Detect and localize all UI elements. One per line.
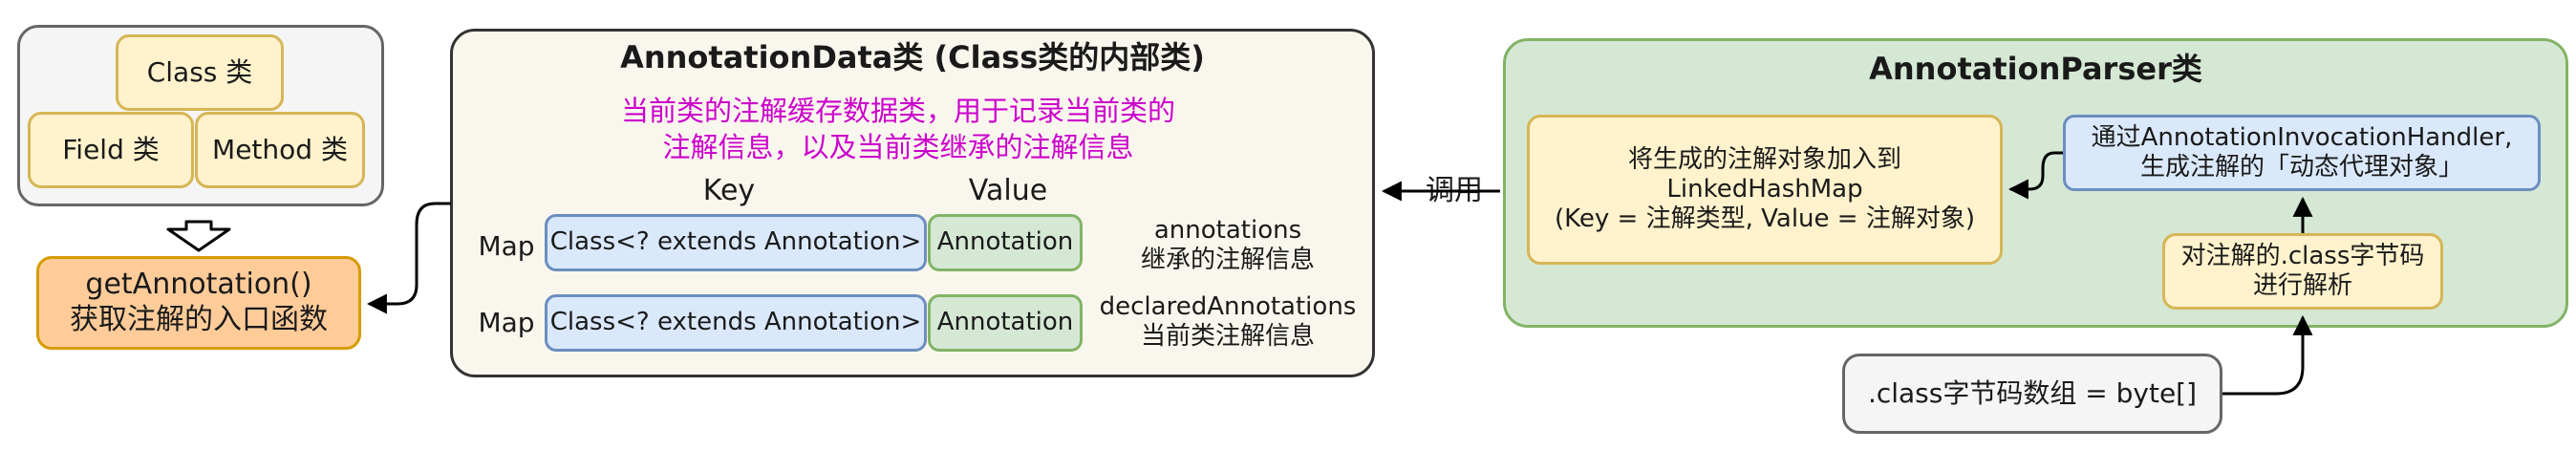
field-node: Field 类 [28,112,194,188]
key-type-box: Class<? extends Annotation> [545,294,927,352]
map-label: Map [478,229,535,262]
dynamic-proxy-node: 通过AnnotationInvocationHandler, 生成注解的「动态代… [2063,115,2541,191]
annotation-data-description: 当前类的注解缓存数据类，用于记录当前类的 注解信息，以及当前类继承的注解信息 [620,95,1175,163]
key-type-box: Class<? extends Annotation> [545,214,927,271]
proxy-to-map-arrow [2007,151,2063,200]
add-to-map-node: 将生成的注解对象加入到 LinkedHashMap (Key = 注解类型, V… [1527,115,2003,265]
class-node: Class 类 [116,34,284,111]
map-label: Map [478,306,535,338]
bytes-to-parse-arrow [2222,314,2313,396]
get-annotation-node: getAnnotation() 获取注解的入口函数 [36,256,361,350]
annotation-parser-title: AnnotationParser类 [1869,51,2202,87]
value-header: Value [968,173,1048,207]
annotation-data-title: AnnotationData类 (Class类的内部类) [620,39,1205,75]
class-bytes-node: .class字节码数组 = byte[] [1842,354,2222,434]
parse-bytecode-node: 对注解的.class字节码 进行解析 [2162,233,2443,310]
value-type-box: Annotation [928,294,1083,352]
key-header: Key [702,173,756,207]
annotation-data-to-entry-arrow [366,202,451,314]
annotations-field-label: annotations 继承的注解信息 [1140,215,1315,274]
declared-annotations-field-label: declaredAnnotations 当前类注解信息 [1099,291,1357,351]
hollow-down-arrow [166,220,231,252]
value-type-box: Annotation [928,214,1083,271]
method-node: Method 类 [195,112,365,188]
